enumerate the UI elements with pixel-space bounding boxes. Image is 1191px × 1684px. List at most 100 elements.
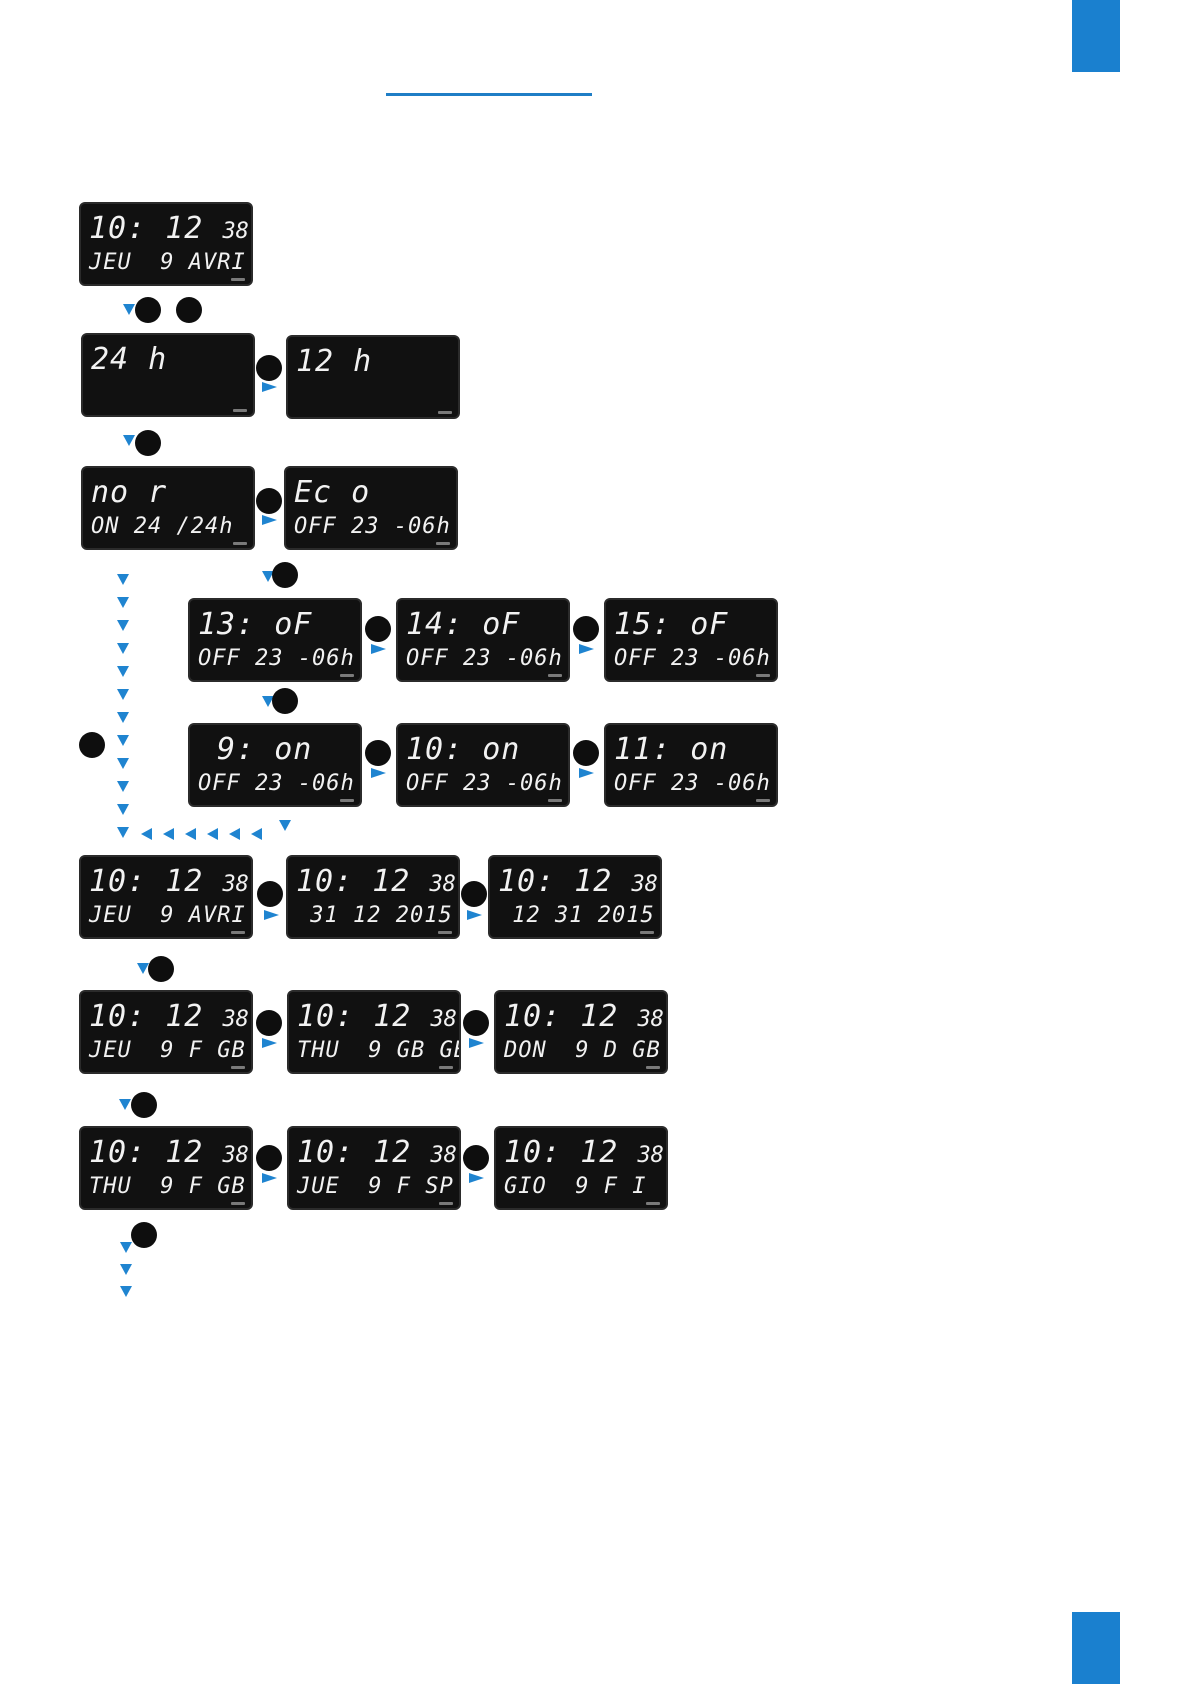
flow-arrow-down <box>117 689 129 700</box>
display-date-format-1: 10: 12 38 JEU 9 AVRI <box>79 855 253 939</box>
flow-arrow-right <box>264 910 279 920</box>
display-line2: OFF 23 -06h <box>198 646 355 671</box>
flow-arrow-down <box>117 735 129 746</box>
display-time: 10: 12 <box>504 1135 619 1170</box>
brand-logo <box>548 799 562 802</box>
display-language-gb: 10: 12 38 THU 9 GB GB <box>287 990 461 1074</box>
display-seconds: 38 <box>222 219 249 244</box>
display-line1: no r <box>91 475 168 510</box>
display-line1: 15: oF <box>614 607 729 642</box>
button-dot <box>365 616 391 642</box>
flow-arrow-right <box>262 1038 277 1048</box>
flow-arrow-down <box>117 574 129 585</box>
flow-arrow-down <box>123 435 135 446</box>
display-12h: 12 h <box>286 335 460 419</box>
flow-arrow-left <box>229 828 240 840</box>
flow-arrow-down <box>117 827 129 838</box>
display-seconds: 38 <box>429 872 456 897</box>
display-line1: 14: oF <box>406 607 521 642</box>
display-date-format-3: 10: 12 38 12 31 2015 <box>488 855 662 939</box>
flow-arrow-down <box>120 1264 132 1275</box>
display-on-10: 10: on OFF 23 -06h <box>396 723 570 807</box>
brand-logo <box>340 799 354 802</box>
display-line2: DON 9 D GB <box>504 1038 661 1063</box>
flow-arrow-right <box>262 515 277 525</box>
display-seconds: 38 <box>631 872 658 897</box>
brand-logo <box>231 931 245 934</box>
display-normal-mode: no r ON 24 /24h <box>81 466 255 550</box>
flow-arrow-right <box>469 1038 484 1048</box>
button-dot <box>256 488 282 514</box>
brand-logo <box>548 674 562 677</box>
flow-arrow-right <box>262 1173 277 1183</box>
display-line2: JEU 9 F GB <box>89 1038 246 1063</box>
button-dot <box>573 616 599 642</box>
flow-arrow-right <box>371 768 386 778</box>
display-language-d: 10: 12 38 DON 9 D GB <box>494 990 668 1074</box>
flow-arrow-left <box>207 828 218 840</box>
display-on-9: 9: on OFF 23 -06h <box>188 723 362 807</box>
button-dot <box>461 881 487 907</box>
flow-arrow-down <box>119 1099 131 1110</box>
display-time: 10: 12 <box>297 1135 412 1170</box>
flow-arrow-down <box>117 643 129 654</box>
display-language2-i: 10: 12 38 GIO 9 F I <box>494 1126 668 1210</box>
brand-logo <box>438 411 452 414</box>
display-line2: OFF 23 -06h <box>406 771 563 796</box>
display-time: 10: 12 <box>498 864 613 899</box>
display-line2: OFF 23 -06h <box>614 646 771 671</box>
button-dot <box>256 1145 282 1171</box>
display-line1: 12 h <box>296 344 373 379</box>
display-line2: GIO 9 F I <box>504 1174 647 1199</box>
flow-arrow-down <box>117 597 129 608</box>
flow-arrow-right <box>579 644 594 654</box>
flow-arrow-down <box>117 620 129 631</box>
brand-logo <box>756 799 770 802</box>
brand-logo <box>640 931 654 934</box>
button-dot <box>131 1222 157 1248</box>
button-dot <box>131 1092 157 1118</box>
flow-arrow-down <box>120 1242 132 1253</box>
display-seconds: 38 <box>222 872 249 897</box>
brand-logo <box>439 1202 453 1205</box>
flow-arrow-down <box>137 963 149 974</box>
flow-arrow-left <box>163 828 174 840</box>
brand-logo <box>439 1066 453 1069</box>
display-time: 10: 12 <box>89 864 204 899</box>
button-dot <box>272 688 298 714</box>
display-time: 10: 12 <box>89 1135 204 1170</box>
display-line1: 10: on <box>406 732 521 767</box>
display-line2: JEU 9 AVRI <box>89 250 246 275</box>
display-seconds: 38 <box>222 1007 249 1032</box>
display-line2: OFF 23 -06h <box>198 771 355 796</box>
button-dot <box>272 562 298 588</box>
display-line1: 24 h <box>91 342 168 377</box>
button-dot <box>257 881 283 907</box>
flow-arrow-down <box>262 696 274 707</box>
button-dot <box>256 1010 282 1036</box>
button-dot <box>463 1145 489 1171</box>
display-eco-mode: Ec o OFF 23 -06h <box>284 466 458 550</box>
flow-arrow-down <box>117 666 129 677</box>
display-time: 10: 12 <box>296 864 411 899</box>
display-time: 10: 12 <box>89 211 204 246</box>
flow-arrow-right <box>371 644 386 654</box>
button-dot <box>135 430 161 456</box>
flow-arrow-down <box>117 781 129 792</box>
display-language2-gb: 10: 12 38 THU 9 F GB <box>79 1126 253 1210</box>
flow-arrow-down <box>117 758 129 769</box>
display-line2: ON 24 /24h <box>91 514 234 539</box>
brand-logo <box>231 1066 245 1069</box>
flow-arrow-left <box>251 828 262 840</box>
button-dot <box>148 956 174 982</box>
flow-arrow-right <box>579 768 594 778</box>
title-underline <box>386 93 592 96</box>
display-line2: JUE 9 F SP <box>297 1174 454 1199</box>
flow-arrow-down <box>120 1286 132 1297</box>
display-seconds: 38 <box>430 1007 457 1032</box>
display-seconds: 38 <box>430 1143 457 1168</box>
page-tab-bottom <box>1072 1612 1120 1684</box>
display-line2: OFF 23 -06h <box>294 514 451 539</box>
display-off-14: 14: oF OFF 23 -06h <box>396 598 570 682</box>
display-line1: Ec o <box>294 475 371 510</box>
